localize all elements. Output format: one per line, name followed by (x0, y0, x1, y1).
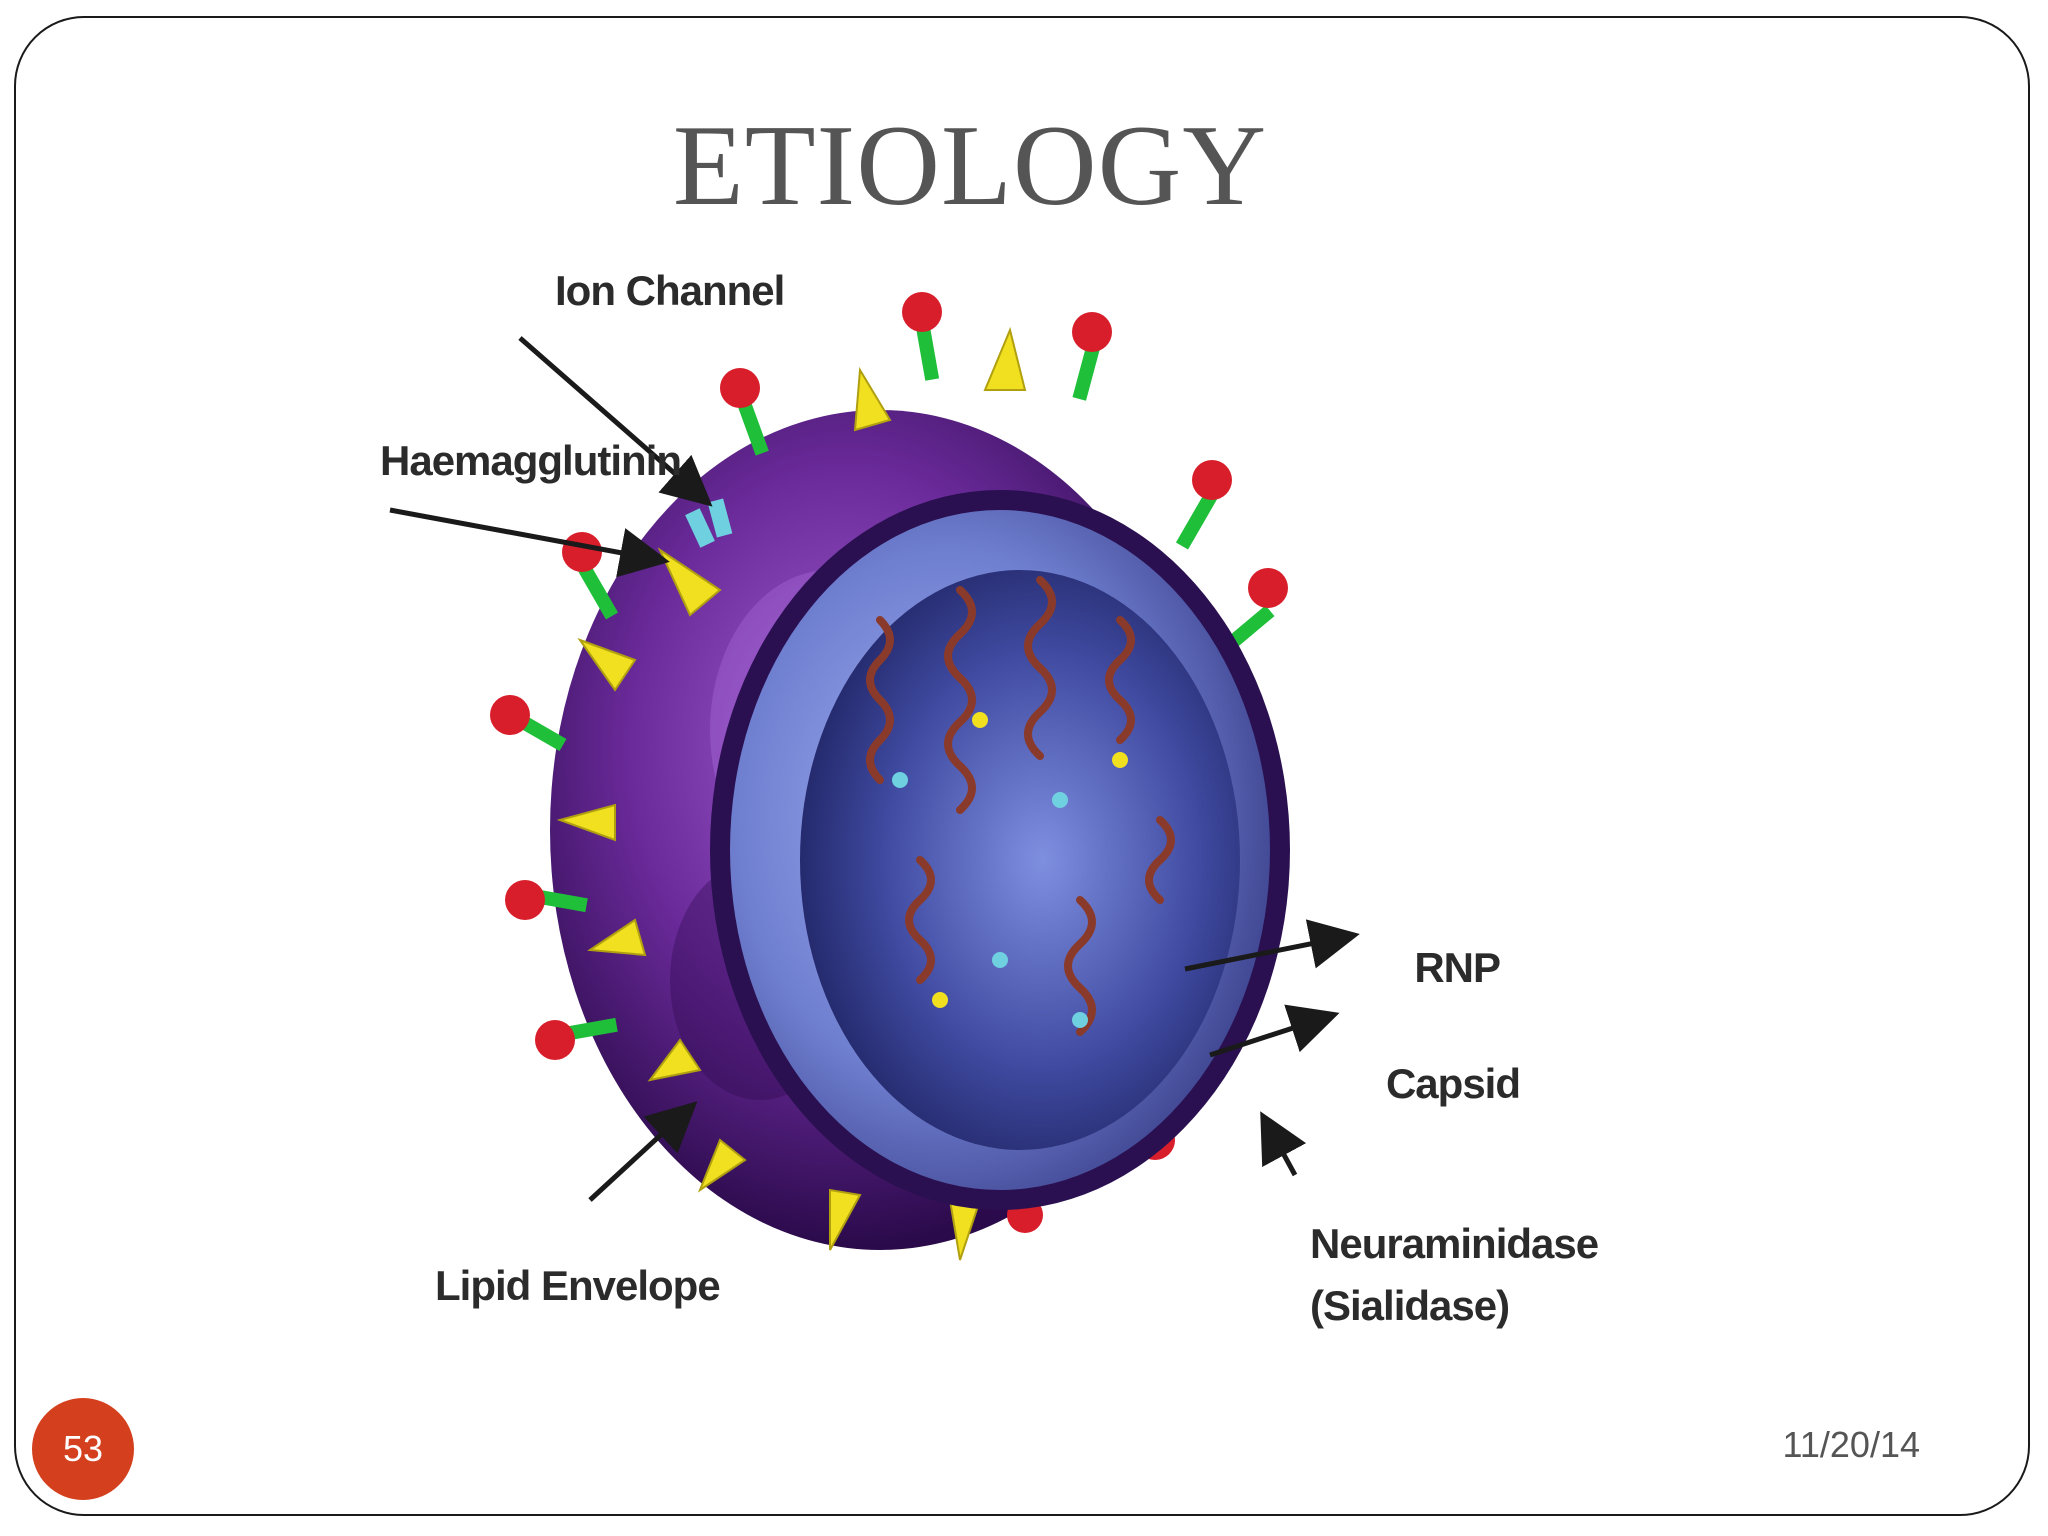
label-haemagglutinin: Haemagglutinin (380, 437, 681, 484)
label-rnp: RNP (1414, 944, 1500, 991)
arrow-rnp (1184, 919, 1360, 972)
label-neuraminidase: Neuraminidase (1310, 1220, 1598, 1267)
arrow-haemagglutinin (389, 507, 670, 578)
slide-title: ETIOLOGY (672, 102, 1268, 230)
ion-channel-shape (685, 498, 733, 548)
arrow-ion-channel (518, 336, 713, 507)
label-sialidase: (Sialidase) (1310, 1282, 1509, 1329)
label-ion-channel: Ion Channel (555, 267, 784, 314)
capsid-shape (710, 490, 1290, 1210)
label-lipid-envelope: Lipid Envelope (435, 1262, 720, 1309)
slide-date: 11/20/14 (1782, 1424, 1920, 1465)
haemagglutinin-spikes (556, 326, 1027, 1261)
rnp-shapes (866, 576, 1175, 1036)
label-capsid: Capsid (1386, 1060, 1520, 1107)
rnp-accents (892, 712, 1128, 1028)
influenza-virus-diagram: Ion Channel Haemagglutinin RNP Capsid Li… (380, 267, 1599, 1329)
arrow-neuraminidase (1260, 1111, 1307, 1177)
callout-arrows (389, 336, 1360, 1202)
page-number-badge: 53 (32, 1398, 134, 1500)
arrow-capsid (1209, 1004, 1340, 1058)
arrow-lipid-envelope (588, 1101, 698, 1202)
